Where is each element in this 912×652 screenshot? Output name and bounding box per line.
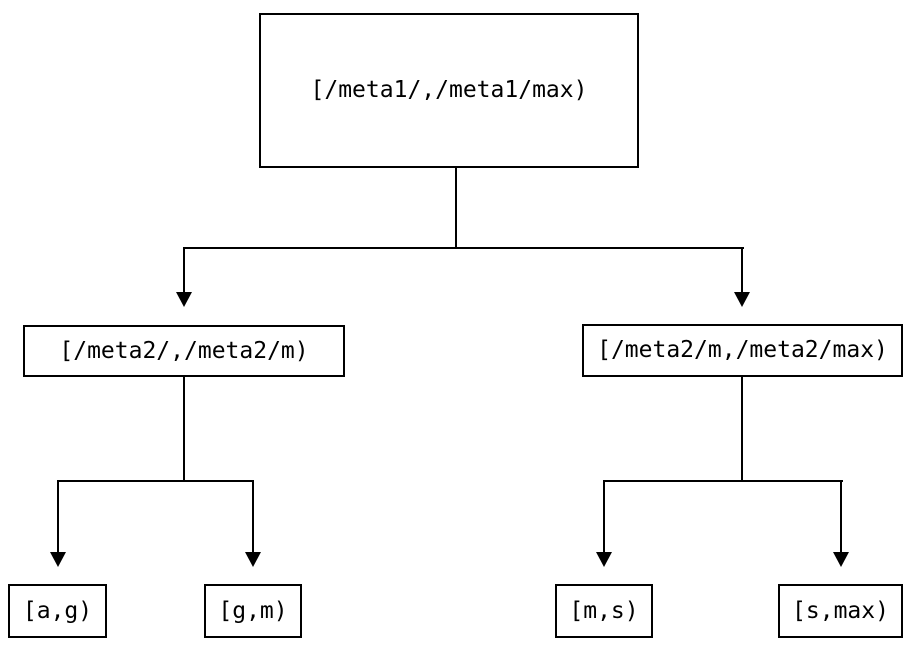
connector-drop-leaf-gm [252,480,254,552]
connector-drop-meta2-left [183,247,185,293]
connector-drop-leaf-ms [603,480,605,552]
tree-node-meta2-left: [/meta2/,/meta2/m) [23,325,345,377]
connector-meta2-right-stem [741,377,743,482]
connector-right-branch [603,480,843,482]
connector-meta2-left-stem [183,377,185,482]
arrowhead-down-icon [833,552,849,567]
connector-left-branch [57,480,254,482]
connector-drop-leaf-smax [840,480,842,552]
tree-node-meta2-right: [/meta2/m,/meta2/max) [582,324,903,377]
arrowhead-down-icon [734,292,750,307]
arrowhead-down-icon [176,292,192,307]
tree-node-root: [/meta1/,/meta1/max) [259,13,639,168]
tree-node-leaf-smax: [s,max) [778,584,903,638]
arrowhead-down-icon [596,552,612,567]
tree-node-leaf-gm: [g,m) [204,584,302,638]
tree-node-leaf-ag: [a,g) [8,584,107,638]
connector-root-stem [455,168,457,248]
connector-drop-meta2-right [741,247,743,293]
connector-level1-branch [183,247,744,249]
arrowhead-down-icon [245,552,261,567]
arrowhead-down-icon [50,552,66,567]
connector-drop-leaf-ag [57,480,59,552]
tree-node-leaf-ms: [m,s) [555,584,653,638]
